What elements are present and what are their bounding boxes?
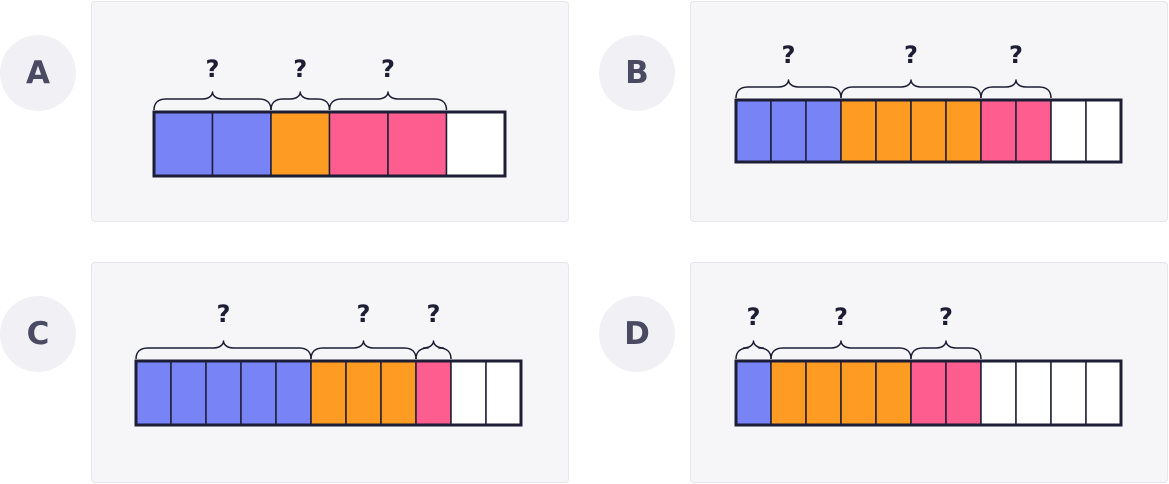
cell-orange [345, 360, 382, 426]
option-d-badge[interactable]: D [599, 296, 675, 372]
strip-a: ??? [152, 55, 507, 178]
brace [415, 340, 452, 360]
cell-empty [1015, 360, 1052, 426]
cell-empty [1085, 360, 1122, 426]
cell-orange [945, 99, 982, 163]
strip-border [734, 359, 1123, 427]
strip-border [152, 110, 507, 178]
cell-empty [1050, 360, 1087, 426]
brace [770, 340, 912, 360]
question-mark: ? [293, 55, 307, 83]
cell-blue [205, 360, 242, 426]
cell-blue [805, 99, 842, 163]
strip-d: ??? [734, 303, 1123, 427]
question-mark: ? [217, 300, 231, 328]
question-mark: ? [381, 55, 395, 83]
cell-orange [270, 111, 331, 177]
cell-pink [1015, 99, 1052, 163]
strip-c: ??? [134, 300, 523, 427]
cell-orange [910, 99, 947, 163]
option-c-badge[interactable]: C [0, 296, 76, 372]
cell-pink [980, 99, 1017, 163]
brace [310, 340, 417, 360]
brace [980, 79, 1052, 99]
cell-blue [275, 360, 312, 426]
brace [153, 91, 272, 111]
question-mark: ? [427, 300, 441, 328]
cell-blue [211, 111, 272, 177]
option-d-label: D [624, 316, 650, 352]
strip-border [734, 98, 1123, 164]
cell-pink [910, 360, 947, 426]
brace [270, 91, 331, 111]
cell-blue [135, 360, 172, 426]
brace [135, 340, 312, 360]
question-mark: ? [206, 55, 220, 83]
question-mark: ? [939, 303, 953, 331]
strip-border [134, 359, 523, 427]
question-mark: ? [1009, 41, 1023, 69]
cell-blue [770, 99, 807, 163]
cell-orange [840, 360, 877, 426]
option-c-label: C [26, 316, 50, 352]
question-mark: ? [834, 303, 848, 331]
cell-empty [445, 111, 506, 177]
cell-empty [1050, 99, 1087, 163]
cell-empty [980, 360, 1017, 426]
cell-orange [840, 99, 877, 163]
cell-pink [415, 360, 452, 426]
cell-empty [485, 360, 522, 426]
brace [735, 79, 842, 99]
question-mark: ? [747, 303, 761, 331]
cell-pink [945, 360, 982, 426]
option-a-label: A [26, 55, 50, 91]
brace [328, 91, 448, 111]
cell-pink [328, 111, 389, 177]
cell-orange [770, 360, 807, 426]
brace [910, 340, 982, 360]
option-b-label: B [625, 55, 649, 91]
option-a-badge[interactable]: A [0, 35, 76, 111]
question-mark: ? [357, 300, 371, 328]
cell-blue [153, 111, 214, 177]
cell-pink [387, 111, 448, 177]
cell-orange [805, 360, 842, 426]
brace [735, 340, 772, 360]
cell-orange [380, 360, 417, 426]
question-mark: ? [782, 41, 796, 69]
strip-b: ??? [734, 41, 1123, 164]
option-b-badge[interactable]: B [599, 35, 675, 111]
cell-blue [735, 99, 772, 163]
cell-blue [240, 360, 277, 426]
cell-blue [170, 360, 207, 426]
cell-empty [450, 360, 487, 426]
cell-orange [875, 99, 912, 163]
cell-orange [310, 360, 347, 426]
cell-empty [1085, 99, 1122, 163]
brace [840, 79, 982, 99]
question-mark: ? [904, 41, 918, 69]
cell-blue [735, 360, 772, 426]
cell-orange [875, 360, 912, 426]
